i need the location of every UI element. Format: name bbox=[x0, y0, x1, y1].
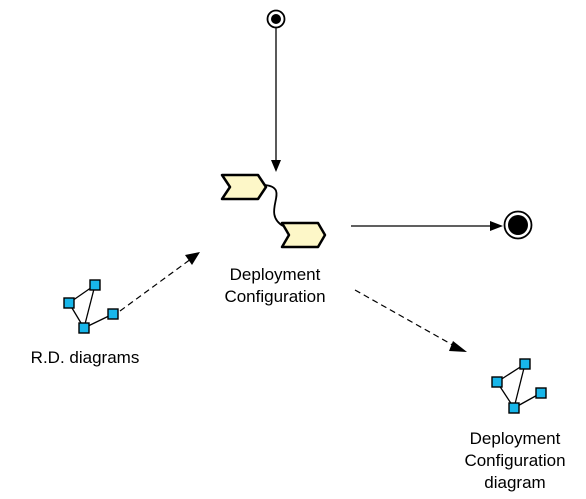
final-node-icon[interactable] bbox=[503, 210, 533, 240]
deployment-diagram-network-icon[interactable] bbox=[491, 358, 547, 414]
activity-label-line2: Configuration bbox=[224, 287, 326, 306]
output-label-line3: diagram bbox=[484, 473, 546, 492]
object-flow-output bbox=[354, 289, 467, 352]
rd-diagrams-label: R.D. diagrams bbox=[30, 348, 140, 367]
flow-start-to-activity bbox=[271, 28, 281, 172]
rd-diagrams-network-icon[interactable] bbox=[63, 279, 119, 334]
flow-activity-to-end bbox=[351, 221, 503, 231]
output-label-line1: Deployment bbox=[469, 429, 561, 448]
start-node-icon[interactable] bbox=[266, 9, 286, 29]
activity-label: Deployment Configuration bbox=[205, 264, 345, 308]
activity-chevron-icon[interactable] bbox=[220, 173, 327, 249]
output-artifact-label: Deployment Configuration diagram bbox=[450, 428, 580, 494]
activity-label-line1: Deployment bbox=[229, 265, 321, 284]
object-flow-input bbox=[119, 252, 200, 312]
output-label-line2: Configuration bbox=[464, 451, 566, 470]
